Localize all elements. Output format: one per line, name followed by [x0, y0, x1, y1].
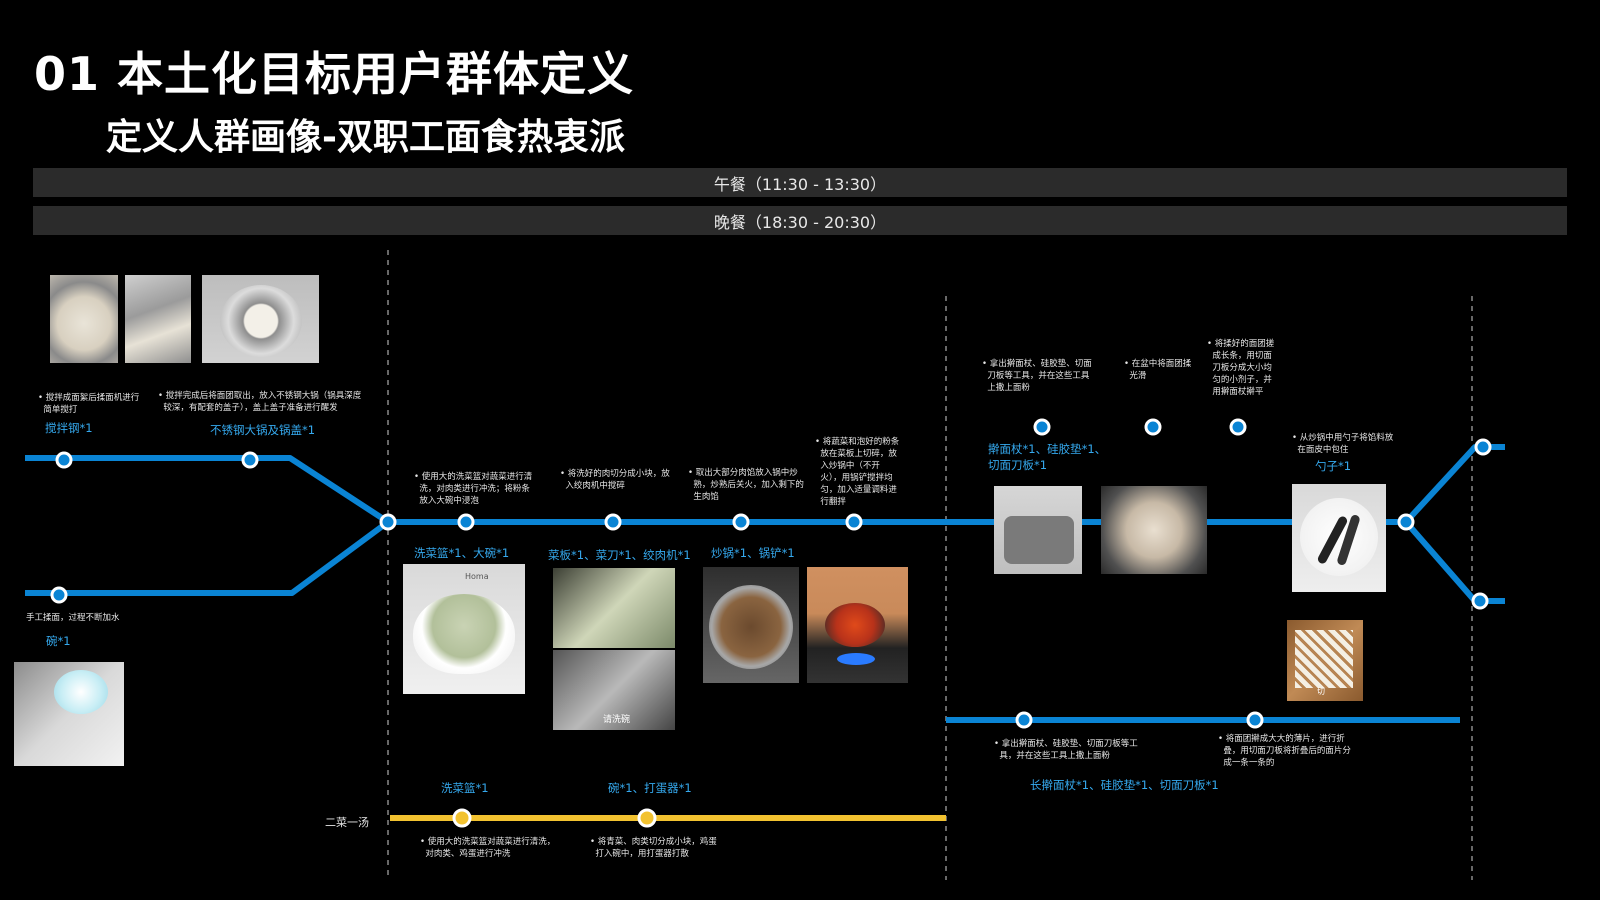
station-junction	[381, 515, 395, 529]
noodle-text: 切	[1317, 686, 1325, 697]
water-bowl-photo	[14, 662, 124, 766]
stir-fry-photo	[807, 567, 908, 683]
station-pot	[243, 453, 257, 467]
step-roll-note: • 将揉好的面团搓 成长条，用切面 刀板分成大小均 匀的小剂子，并 用擀面杖擀平	[1207, 338, 1274, 398]
step-pot-tool: 不锈钢大锅及锅盖*1	[210, 422, 315, 438]
mincer-photo	[553, 568, 675, 648]
step-fill-note: • 从炒锅中用勺子将馅料放 在面皮中包住	[1292, 432, 1393, 456]
floating-stations	[1035, 420, 1245, 434]
station-side-wash	[454, 810, 470, 826]
station-mince	[606, 515, 620, 529]
station-tools	[1035, 420, 1049, 434]
dough-in-pot	[220, 285, 302, 357]
step-noodle-cut-note: • 将面团擀成大大的薄片，进行折 叠，用切面刀板将折叠后的面片分 成一条一条的	[1218, 733, 1351, 769]
station-mixing	[57, 453, 71, 467]
station-mix-filling	[847, 515, 861, 529]
lower-branch-line	[25, 522, 388, 593]
soup-bowl	[413, 594, 515, 674]
station-noodle-cut	[1248, 713, 1262, 727]
tray-text: 请洗碗	[603, 712, 630, 725]
fried-filling-photo	[703, 567, 799, 683]
step-mince-note: • 将洗好的肉切分成小块，放 入绞肉机中搅碎	[560, 468, 670, 492]
exit-upper-line	[1406, 447, 1505, 522]
step-side-wash-tool: 洗菜篮*1	[441, 780, 489, 796]
step-mixing-note: • 搅拌成面絮后揉面机进行 简单搅打	[38, 392, 139, 416]
steel-pot-photo	[202, 275, 319, 363]
gas-flame	[837, 653, 875, 665]
wok-on-stove	[825, 603, 885, 647]
kneading-photo	[1101, 486, 1207, 574]
dishwasher-photo: 请洗碗	[553, 650, 675, 730]
silicone-mat-photo	[994, 486, 1082, 574]
step-mince-tool: 菜板*1、菜刀*1、绞肉机*1	[548, 547, 691, 563]
exit-lower-line	[1406, 522, 1505, 601]
step-mixing-tool: 搅拌钢*1	[45, 420, 93, 436]
step-fry-tool: 炒锅*1、锅铲*1	[711, 545, 795, 561]
station-wash	[459, 515, 473, 529]
step-tools-note: • 拿出擀面杖、硅胶垫、切面 刀板等工具，并在这些工具 上撒上面粉	[982, 358, 1092, 394]
station-fry	[734, 515, 748, 529]
station-exit	[1399, 515, 1413, 529]
step-noodle-tools-note: • 拿出擀面杖、硅胶垫、切面刀板等工 具，并在这些工具上撒上面粉	[994, 738, 1138, 762]
station-noodle-tools	[1017, 713, 1031, 727]
side-dish-line-label: 二菜一汤	[325, 814, 369, 830]
step-wash-tool: 洗菜篮*1、大碗*1	[414, 545, 509, 561]
step-fry-note: • 取出大部分肉馅放入锅中炒 熟，炒熟后关火，加入剩下的 生肉馅	[688, 467, 804, 503]
bowl-brand-text: Homa	[465, 572, 489, 581]
step-hand-knead-tool: 碗*1	[46, 633, 71, 649]
step-side-egg-note: • 将青菜、肉类切分成小块，鸡蛋 打入碗中，用打蛋器打散	[590, 836, 717, 860]
wok-with-filling	[709, 585, 793, 669]
water-cup	[54, 670, 108, 714]
flour-bowl-photo	[50, 275, 118, 363]
step-pot-note: • 搅拌完成后将面团取出，放入不锈钢大锅（锅具深度 较深，有配套的盖子），盖上盖…	[158, 390, 361, 414]
step-mix-filling-note: • 将蔬菜和泡好的粉条 放在菜板上切碎，放 入炒锅中（不开 火），用锅铲搅拌均 …	[815, 436, 899, 508]
mixer-photo	[125, 275, 191, 363]
station-roll	[1231, 420, 1245, 434]
step-side-egg-tool: 碗*1、打蛋器*1	[608, 780, 692, 796]
silicone-mat	[1004, 516, 1074, 564]
soaking-bowl-photo: Homa	[403, 564, 525, 694]
step-noodle-tool: 长擀面杖*1、硅胶垫*1、切面刀板*1	[1030, 777, 1219, 793]
station-knead	[1146, 420, 1160, 434]
step-knead-note: • 在盆中将面团揉 光滑	[1124, 358, 1191, 382]
step-side-wash-note: • 使用大的洗菜篮对蔬菜进行清洗， 对肉类、鸡蛋进行冲洗	[420, 836, 555, 860]
step-fill-tool: 勺子*1	[1315, 458, 1351, 474]
noodle-strips	[1295, 630, 1353, 688]
spoons-photo	[1292, 484, 1386, 592]
station-exit-upper	[1476, 440, 1490, 454]
station-exit-lower	[1473, 594, 1487, 608]
cut-noodles-photo: 切	[1287, 620, 1363, 701]
step-tools-tool: 擀面杖*1、硅胶垫*1、 切面刀板*1	[988, 441, 1106, 473]
step-hand-knead-note: 手工揉面，过程不断加水	[26, 612, 120, 624]
step-wash-note: • 使用大的洗菜篮对蔬菜进行清 洗，对肉类进行冲洗；将粉条 放入大碗中浸泡	[414, 471, 532, 507]
station-hand-knead	[52, 588, 66, 602]
station-side-egg	[639, 810, 655, 826]
